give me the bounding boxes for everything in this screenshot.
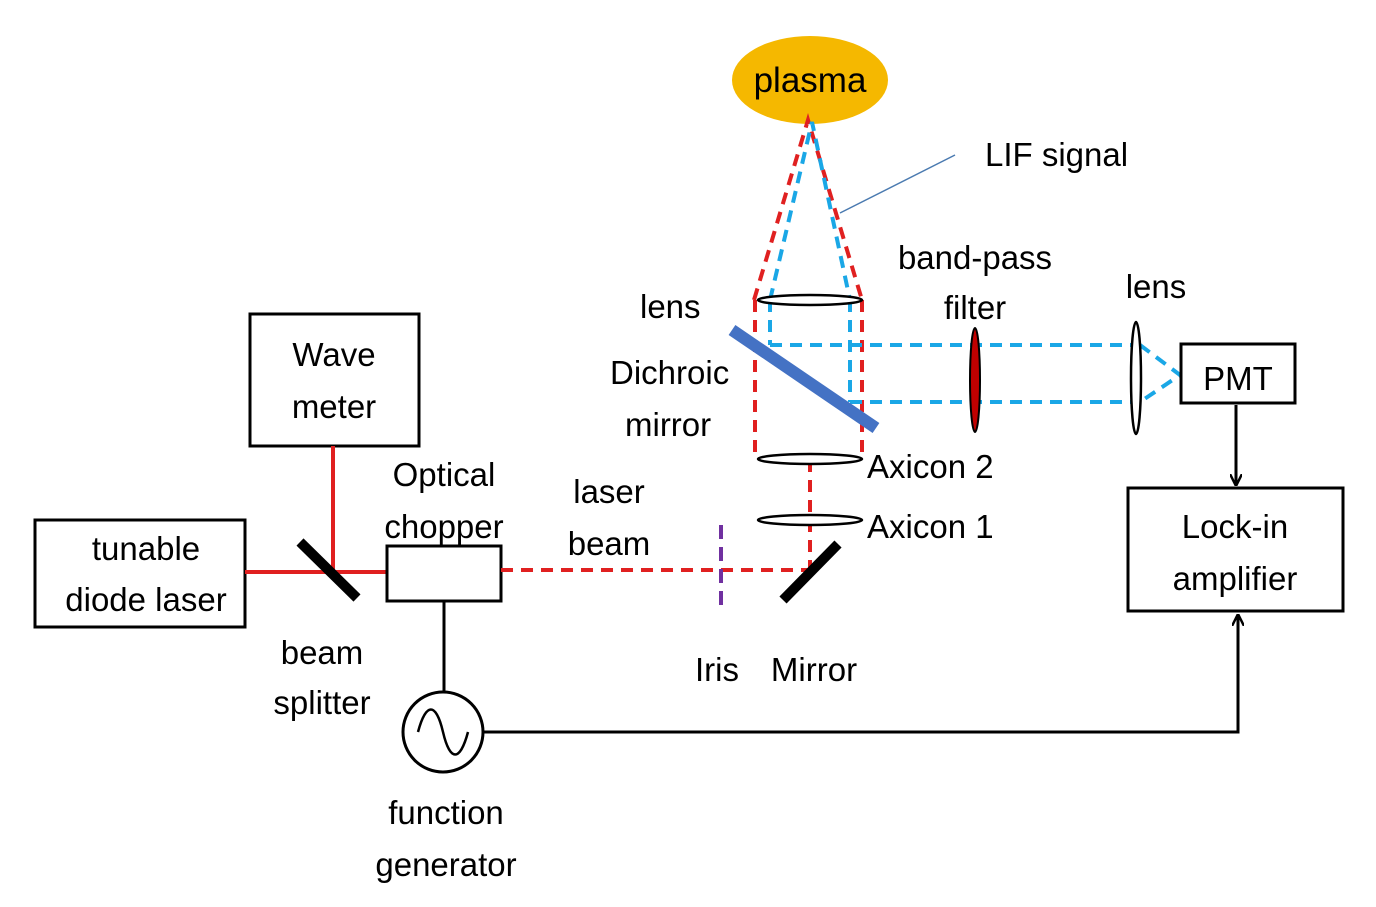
lif-signal-label: LIF signal [985,136,1128,173]
iris-label: Iris [695,651,739,688]
lif-focus [1138,343,1184,404]
excitation-beam-cone [752,113,864,301]
sine-wave-icon [416,708,470,756]
axicon-2 [756,452,864,466]
function-gen-label-line1: function [388,794,504,831]
tunable-label-line2: diode laser [65,581,226,618]
axicon1-label: Axicon 1 [867,508,994,545]
plasma-source [732,36,888,124]
laser-beam-label-line1: laser [573,473,645,510]
lockin-label-line2: amplifier [1173,560,1298,597]
optical-chopper-box [385,544,503,603]
band-pass-filter [969,327,981,433]
dichroic-mirror [728,325,880,433]
tunable-label-line1: tunable [92,530,200,567]
focusing-lens [1129,320,1143,436]
beam-splitter-label-line1: beam [281,634,364,671]
steering-mirror [779,540,842,604]
lif-signal-pointer [839,154,956,214]
lockin-amplifier-box [1126,486,1345,613]
axicon2-label: Axicon 2 [867,448,994,485]
beam-splitter-label-line2: splitter [273,684,370,721]
generator-to-lockin-arrow [483,616,1238,734]
lif-collection-cone [768,121,852,301]
wave-meter-label-line1: Wave [292,336,375,373]
axicon-1 [756,513,864,527]
dichroic-label-line1: Dichroic [610,354,729,391]
mirror-label: Mirror [771,651,857,688]
pmt-label: PMT [1203,360,1273,397]
function-gen-label-line2: generator [375,846,516,883]
band-pass-label-line1: band-pass [898,239,1052,276]
lockin-label-line1: Lock-in [1182,508,1288,545]
chopper-label-line1: Optical [393,456,496,493]
dichroic-label-line2: mirror [625,406,711,443]
pmt-box [1179,342,1297,405]
plasma-label: plasma [754,61,867,100]
lens-right-label: lens [1126,268,1187,305]
wave-meter-box [248,312,421,448]
laser-beam-label-line2: beam [568,525,651,562]
band-pass-label-line2: filter [944,289,1006,326]
beam-splitter [296,538,361,602]
lens-top-label: lens [640,288,701,325]
wave-meter-label-line2: meter [292,388,376,425]
collection-lens [756,293,864,307]
tunable-laser-box [33,518,247,629]
chopper-label-line2: chopper [384,508,503,545]
